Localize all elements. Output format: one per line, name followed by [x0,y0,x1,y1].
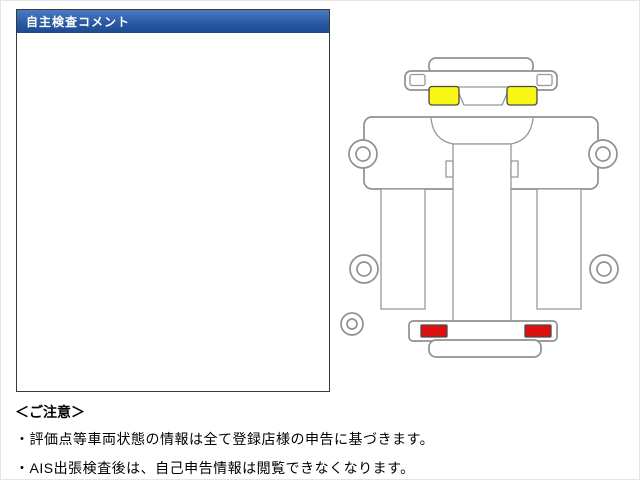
wheel-rear-right [589,254,619,284]
bed-column [452,143,512,335]
front-highlight-right [506,85,538,106]
rear-step-outline [428,339,542,358]
cab-outline [430,117,534,145]
panel-title: 自主検査コメント [26,15,131,29]
wheel-rear-left [349,254,379,284]
panel-body [17,33,329,391]
vehicle-top-view-svg [340,57,619,358]
notice-line-1: ・評価点等車両状態の情報は全て登録店様の申告に基づきます。 [15,431,435,447]
notice-line-2: ・AIS出張検査後は、自己申告情報は閲覧できなくなります。 [15,460,415,476]
notice-section: ＜ご注意＞ ・評価点等車両状態の情報は全て登録店様の申告に基づきます。 ・AIS… [15,402,435,479]
tail-lamp-right [524,324,552,338]
front-highlight-left [428,85,460,106]
tail-lamp-left [420,324,448,338]
notice-heading: ＜ご注意＞ [15,404,85,420]
panel-header: 自主検査コメント [17,10,329,33]
spare-wheel [340,312,364,336]
marker-lamp-right [536,73,553,87]
side-rail-right [536,188,582,310]
hinge-mark-left [445,160,454,178]
vehicle-diagram [336,49,628,367]
wheel-front-right [588,139,618,169]
marker-lamp-left [409,73,426,87]
self-inspection-comment-panel: 自主検査コメント [16,9,330,392]
windshield-outline [455,86,511,106]
side-rail-left [380,188,426,310]
hinge-mark-right [510,160,519,178]
wheel-front-left [348,139,378,169]
